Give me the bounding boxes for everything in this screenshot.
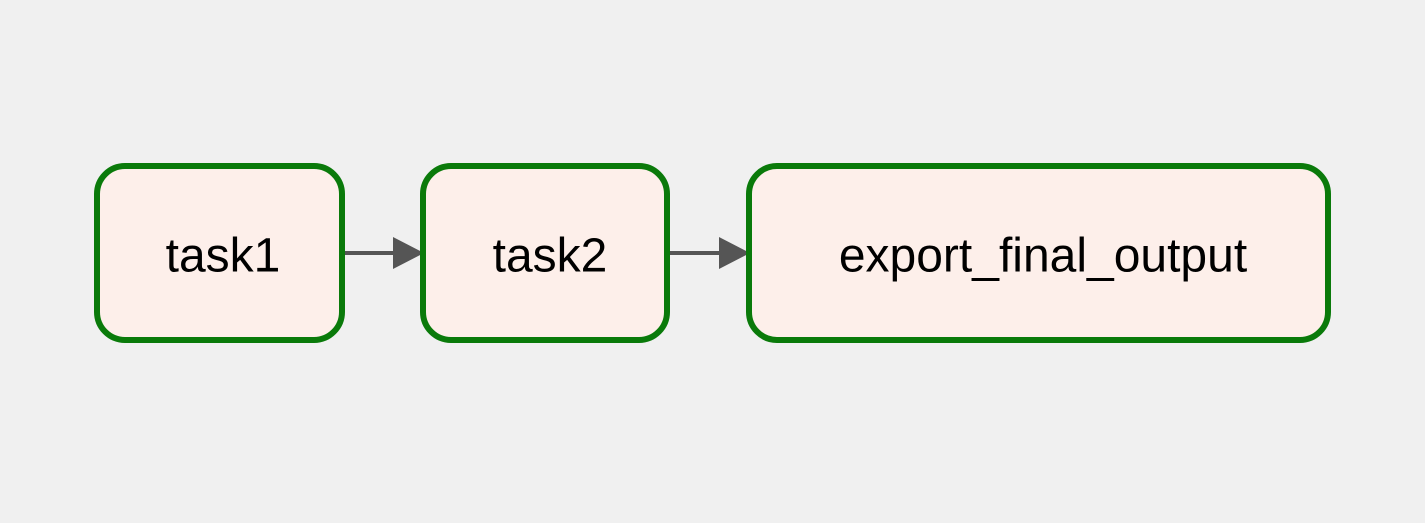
- node-label: task2: [493, 230, 608, 283]
- node-label: export_final_output: [839, 230, 1247, 283]
- edge-task2-to-export-final-output: [667, 237, 750, 269]
- node-label: task1: [166, 230, 281, 283]
- edge-arrowhead: [719, 237, 750, 269]
- node-task1[interactable]: task1: [94, 163, 345, 343]
- node-box: [94, 163, 345, 343]
- edge-arrowhead: [393, 237, 424, 269]
- node-box: [746, 163, 1331, 343]
- node-box: [420, 163, 670, 343]
- node-export-final-output[interactable]: export_final_output: [746, 163, 1331, 343]
- node-task2[interactable]: task2: [420, 163, 670, 343]
- edge-task1-to-task2: [342, 237, 424, 269]
